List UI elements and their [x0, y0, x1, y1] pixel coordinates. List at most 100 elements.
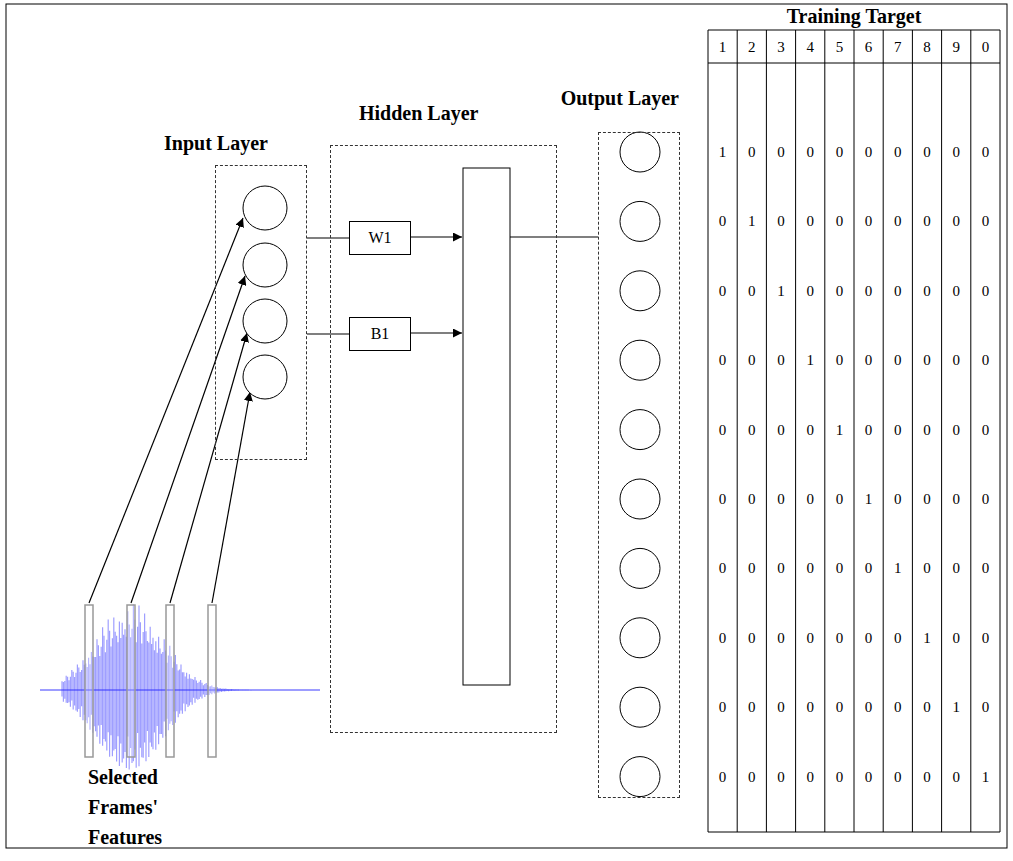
table-cell: 1: [825, 421, 854, 439]
wave-stroke: [78, 667, 79, 709]
output-neurons: [620, 132, 660, 797]
figure-caption-label: Selected Frames' Features: [88, 762, 213, 852]
table-cell: 0: [796, 143, 825, 161]
wave-stroke: [68, 680, 69, 702]
table-cell: 0: [971, 212, 1000, 230]
table-cell: 0: [971, 421, 1000, 439]
column-header: 6: [854, 38, 883, 56]
table-cell: 0: [942, 143, 971, 161]
wave-stroke: [109, 631, 110, 757]
wave-stroke: [74, 677, 75, 705]
table-cell: 0: [708, 282, 737, 300]
wave-stroke: [234, 690, 235, 691]
column-header: 8: [912, 38, 941, 56]
table-cell: 0: [912, 282, 941, 300]
column-header: 7: [883, 38, 912, 56]
input-neurons: [243, 186, 287, 399]
wave-stroke: [231, 689, 232, 691]
table-cell: 0: [883, 490, 912, 508]
wave-stroke: [141, 643, 142, 757]
wave-stroke: [157, 653, 158, 726]
table-cell: 0: [883, 212, 912, 230]
wave-stroke: [222, 689, 223, 692]
table-cell: 1: [737, 212, 766, 230]
table-cell: 0: [942, 351, 971, 369]
table-cell: 0: [971, 143, 1000, 161]
wave-stroke: [199, 682, 200, 699]
wave-stroke: [140, 622, 141, 747]
wave-stroke: [158, 637, 159, 745]
table-cell: 0: [854, 143, 883, 161]
wave-stroke: [81, 670, 82, 706]
hidden-arrows: [410, 237, 598, 333]
wave-stroke: [245, 689, 246, 691]
table-cell: 0: [942, 559, 971, 577]
table-cell: 0: [796, 282, 825, 300]
table-cell: 0: [737, 629, 766, 647]
wave-stroke: [162, 652, 163, 738]
wave-stroke: [155, 641, 156, 750]
table-cell: 0: [708, 768, 737, 786]
wave-stroke: [235, 689, 236, 690]
layer-group: Input Layer: [215, 165, 307, 460]
table-cell: 0: [708, 351, 737, 369]
table-cell: 0: [796, 421, 825, 439]
wave-stroke: [183, 672, 184, 703]
wave-stroke: [221, 689, 222, 692]
table-cell: 0: [796, 490, 825, 508]
wave-stroke: [71, 670, 72, 701]
table-cell: 0: [825, 698, 854, 716]
table-cell: 0: [766, 698, 795, 716]
table-cell: 1: [942, 698, 971, 716]
wave-stroke: [248, 689, 249, 691]
column-header: 3: [766, 38, 795, 56]
wave-stroke: [150, 627, 151, 743]
table-cell: 0: [883, 282, 912, 300]
wave-stroke: [250, 689, 251, 690]
hidden-layer-bar: [463, 168, 510, 685]
table-cell: 0: [883, 698, 912, 716]
wave-stroke: [144, 614, 145, 743]
wave-stroke: [122, 623, 123, 763]
wave-stroke: [239, 689, 240, 691]
table-cell: 0: [766, 490, 795, 508]
table-cell: 0: [737, 143, 766, 161]
wave-stroke: [113, 618, 114, 751]
wave-stroke: [194, 677, 195, 703]
weight-label: W1: [368, 229, 391, 247]
wave-stroke: [82, 660, 83, 720]
wave-stroke: [176, 664, 177, 711]
wave-stroke: [161, 654, 162, 734]
wave-stroke: [99, 656, 100, 744]
wave-stroke: [77, 664, 78, 711]
wave-stroke: [137, 627, 138, 733]
layer-group: Hidden LayerW1B1: [330, 145, 557, 733]
table-cell: 0: [737, 282, 766, 300]
wave-stroke: [186, 673, 187, 704]
target-table-grid: [708, 30, 1000, 832]
wave-stroke: [201, 683, 202, 699]
table-cell: 0: [971, 559, 1000, 577]
table-cell: 0: [971, 351, 1000, 369]
table-cell: 0: [854, 768, 883, 786]
wave-stroke: [180, 664, 181, 710]
wave-stroke: [110, 646, 111, 735]
table-cell: 0: [796, 698, 825, 716]
table-cell: 0: [912, 143, 941, 161]
table-cell: 0: [737, 768, 766, 786]
wave-stroke: [136, 642, 137, 767]
wave-stroke: [75, 673, 76, 711]
weight-box: B1: [349, 317, 411, 351]
wave-stroke: [249, 689, 250, 690]
outer-frame: [6, 4, 1007, 848]
table-cell: 0: [942, 212, 971, 230]
column-header: 5: [825, 38, 854, 56]
wave-stroke: [218, 688, 219, 692]
table-cell: 0: [854, 282, 883, 300]
wave-stroke: [98, 645, 99, 725]
wave-stroke: [229, 689, 230, 691]
wave-stroke: [228, 689, 229, 691]
wave-stroke: [61, 681, 62, 696]
table-cell: 1: [796, 351, 825, 369]
